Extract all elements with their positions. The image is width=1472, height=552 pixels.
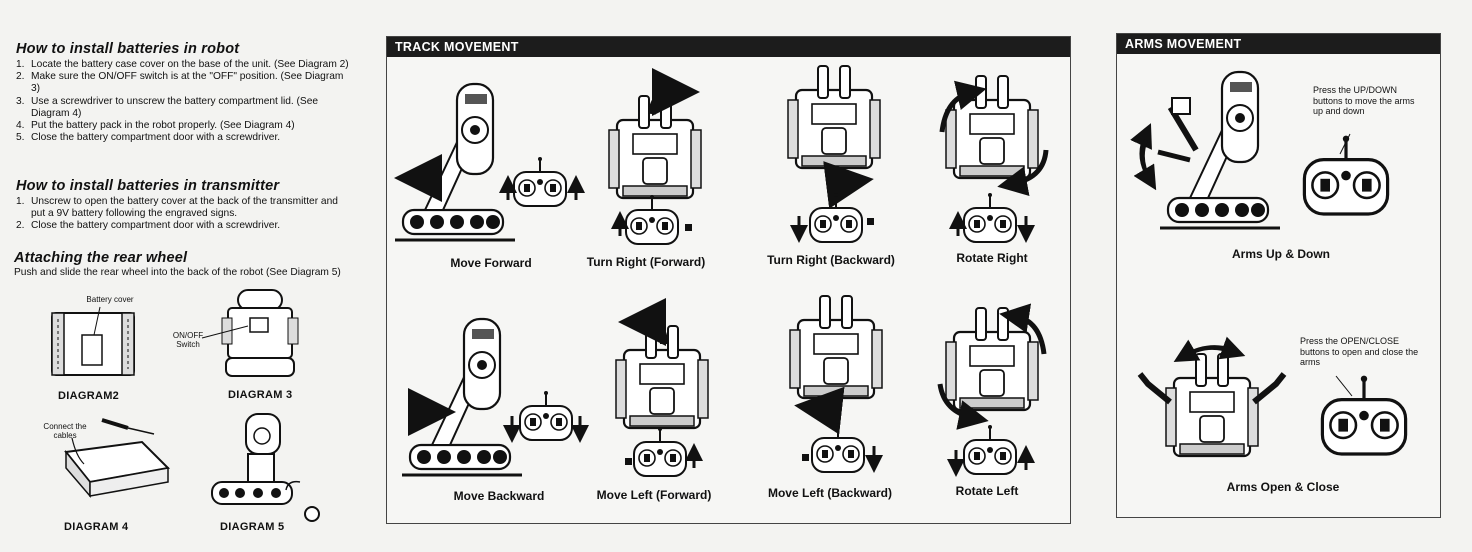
diagram3-label: DIAGRAM 3 xyxy=(228,389,293,401)
list-item: 2.Make sure the ON/OFF switch is at the … xyxy=(16,71,344,95)
diagram5-label: DIAGRAM 5 xyxy=(220,521,285,533)
arms-openclose-note: Press the OPEN/CLOSE buttons to open and… xyxy=(1300,336,1419,368)
arms-movement-title: ARMS MOVEMENT xyxy=(1117,34,1440,54)
track-movement-title: TRACK MOVEMENT xyxy=(387,37,1070,57)
heading-batteries-transmitter: How to install batteries in transmitter xyxy=(16,178,280,194)
list-item: 2.Close the battery compartment door wit… xyxy=(16,220,281,232)
rear-wheel-text: Push and slide the rear wheel into the b… xyxy=(14,267,341,278)
arms-updown-caption: Arms Up & Down xyxy=(1231,247,1331,261)
battery-cover-label: Battery cover xyxy=(86,295,134,304)
heading-batteries-robot: How to install batteries in robot xyxy=(16,41,240,57)
caption-turn-right-forward: Turn Right (Forward) xyxy=(586,255,706,269)
diagram4-label: DIAGRAM 4 xyxy=(64,521,129,533)
arms-openclose-caption: Arms Open & Close xyxy=(1226,480,1340,494)
diagram2-label: DIAGRAM2 xyxy=(58,390,120,402)
caption-rotate-right: Rotate Right xyxy=(956,251,1028,265)
transmitter-battery-steps: 1.Unscrew to open the battery cover at t… xyxy=(16,196,352,233)
connect-cables-label: Connect the cables xyxy=(43,422,87,440)
caption-move-left-backward: Move Left (Backward) xyxy=(767,486,893,500)
diagram4-illustration xyxy=(64,418,171,499)
list-item: 5.Close the battery compartment door wit… xyxy=(16,132,281,144)
list-item: 4.Put the battery pack in the robot prop… xyxy=(16,120,295,132)
diagram3-illustration xyxy=(201,289,299,377)
caption-move-forward: Move Forward xyxy=(450,256,532,270)
arms-updown-note: Press the UP/DOWN buttons to move the ar… xyxy=(1313,85,1415,117)
list-item: 1.Unscrew to open the battery cover at t… xyxy=(16,196,338,220)
diagram5-illustration xyxy=(211,413,320,522)
caption-rotate-left: Rotate Left xyxy=(955,484,1019,498)
list-item: 1.Locate the battery case cover on the b… xyxy=(16,59,349,70)
on-off-switch-label: ON/OFF Switch xyxy=(172,331,204,349)
robot-battery-steps: 1.Locate the battery case cover on the b… xyxy=(16,59,352,144)
diagram2-illustration xyxy=(51,306,135,376)
caption-move-left-forward: Move Left (Forward) xyxy=(596,488,712,502)
caption-turn-right-backward: Turn Right (Backward) xyxy=(767,253,895,267)
caption-move-backward: Move Backward xyxy=(453,489,545,503)
heading-rear-wheel: Attaching the rear wheel xyxy=(14,250,188,266)
list-item: 3.Use a screwdriver to unscrew the batte… xyxy=(16,95,319,119)
